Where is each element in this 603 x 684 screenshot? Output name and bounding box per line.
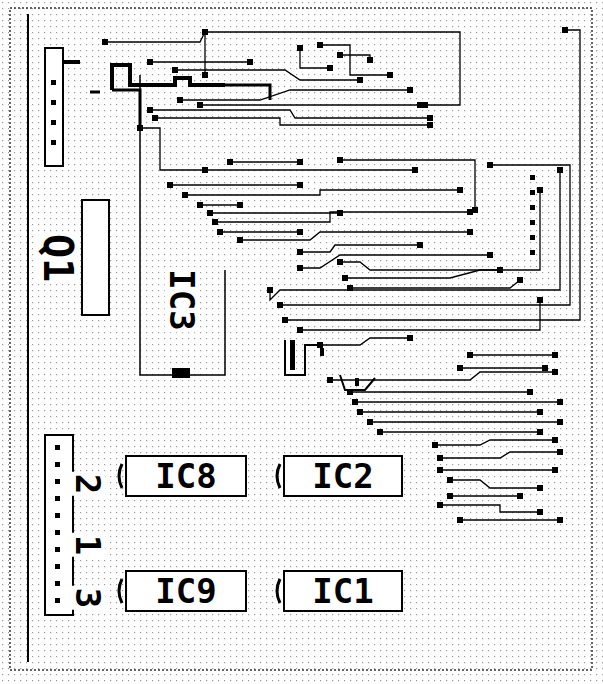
ic-outline: IC9: [125, 570, 247, 612]
ic-name: IC1: [312, 574, 373, 608]
pin-number: 1: [71, 533, 105, 557]
ic-outline: IC2: [283, 455, 403, 497]
pin-number: 2: [71, 472, 105, 496]
pin-number: 3: [71, 586, 105, 610]
ic-name: IC8: [155, 459, 216, 493]
part-name: Q1: [38, 232, 78, 284]
ic-name: IC9: [155, 574, 216, 608]
part-name: IC3: [165, 267, 199, 332]
ic-outline: IC1: [283, 570, 403, 612]
ic-name: IC2: [312, 459, 373, 493]
ic-outline: IC8: [125, 455, 247, 497]
